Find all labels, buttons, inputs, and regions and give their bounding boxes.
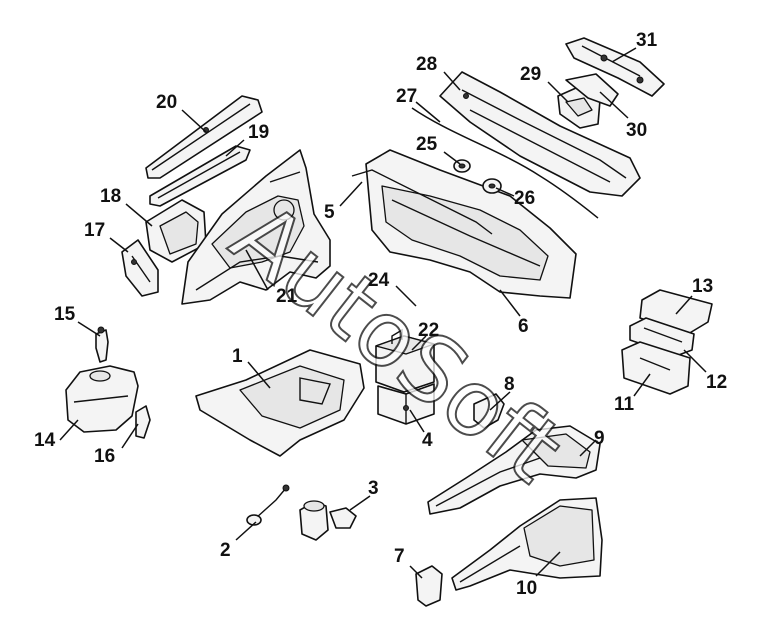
callout-6: 6 [518,316,529,337]
callout-1: 1 [232,346,243,367]
callout-4: 4 [422,430,433,451]
part-15-pump [95,326,109,363]
leader-lines [59,47,707,579]
part-20-rail [145,95,263,179]
callout-29: 29 [520,64,541,85]
part-22-battery [375,328,435,393]
part-9-rail [427,425,601,515]
callout-14: 14 [34,430,56,451]
callout-9: 9 [594,428,605,449]
callout-10: 10 [516,578,537,599]
part-19-rail [149,145,251,207]
part-16-bracket [135,405,151,439]
part-6-bulkhead [351,149,577,299]
callout-24: 24 [368,270,390,291]
callout-13: 13 [692,276,713,297]
part-7-bracket [415,565,443,607]
callout-15: 15 [54,304,76,325]
part-12-box [629,317,695,357]
part-14-reservoir [65,365,139,433]
callout-17: 17 [84,220,105,241]
part-8-clip [473,393,505,429]
part-17-plate [121,239,159,297]
callout-19: 19 [248,122,269,143]
part-10-rail [451,497,603,591]
part-21-inner-fender [181,149,331,305]
part-26-grommet [482,178,502,194]
part-1-tray [195,349,365,457]
part-3-pump-assembly [299,500,357,541]
part-27-cable [411,107,599,219]
callout-18: 18 [100,186,121,207]
part-2-sensor [246,484,290,526]
callout-5: 5 [324,202,335,223]
part-11-box [621,341,691,395]
callout-7: 7 [394,546,405,567]
callout-labels: 1 2 3 4 5 6 7 8 9 10 11 12 13 14 15 16 1… [34,30,727,599]
callout-31: 31 [636,30,658,51]
callout-28: 28 [416,54,437,75]
callout-27: 27 [396,86,417,107]
callout-11: 11 [614,394,635,415]
callout-12: 12 [706,372,727,393]
callout-26: 26 [514,188,535,209]
part-31-bracket [565,37,665,97]
callout-21: 21 [276,286,298,307]
callout-8: 8 [504,374,515,395]
callout-2: 2 [220,540,231,561]
callout-30: 30 [626,120,647,141]
part-4-bracket [377,383,435,425]
part-30-cover [565,73,619,107]
callout-22: 22 [418,320,439,341]
callout-20: 20 [156,92,177,113]
callout-3: 3 [368,478,379,499]
callout-25: 25 [416,134,438,155]
part-28-cowl [439,71,641,197]
callout-16: 16 [94,446,115,467]
